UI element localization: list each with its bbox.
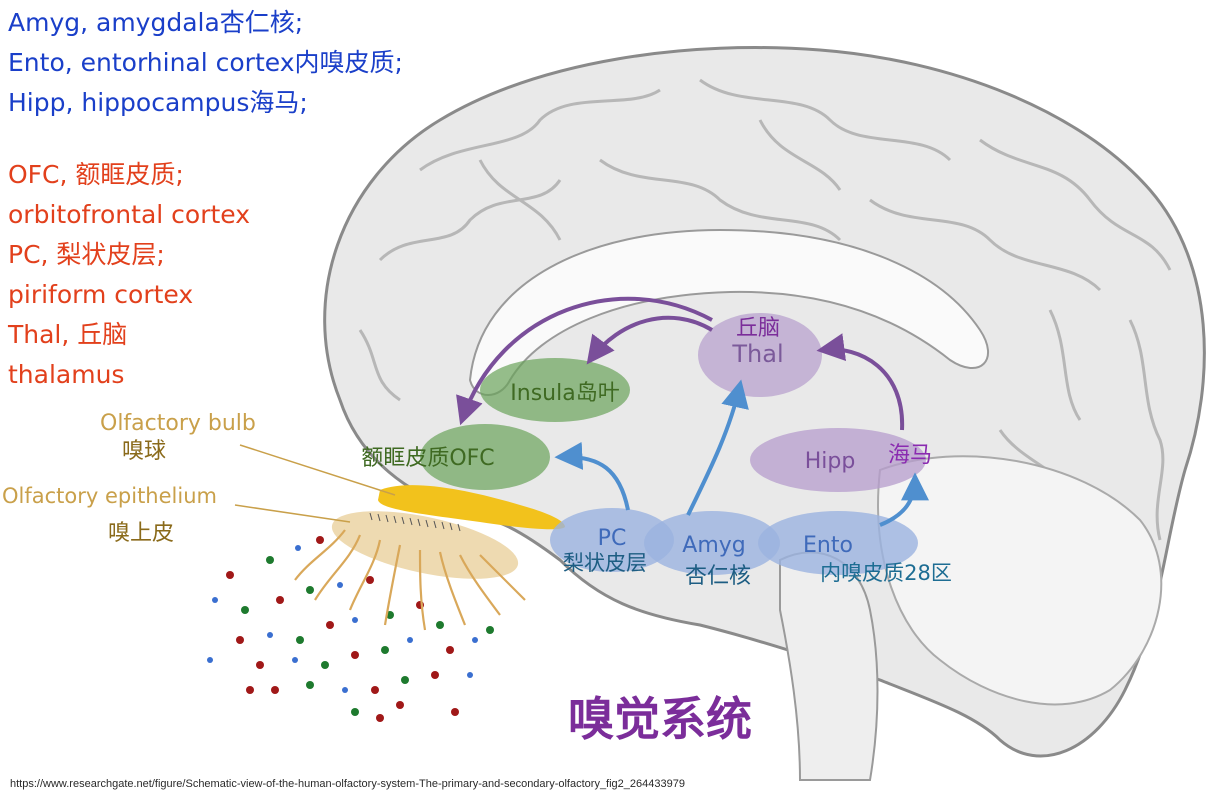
olfactory-epithelium [331, 511, 519, 579]
legend-pc: PC, 梨状皮层; [8, 240, 165, 269]
ento-label-cn: 内嗅皮质28区 [820, 561, 952, 585]
legend-ofc-full: orbitofrontal cortex [8, 200, 251, 229]
hipp-region [750, 428, 926, 492]
olfactory-epithelium-label-cn: 嗅上皮 [108, 521, 174, 546]
olfactory-epithelium-label-en: Olfactory epithelium [2, 484, 217, 508]
source-url: https://www.researchgate.net/figure/Sche… [10, 778, 685, 790]
thal-region [698, 313, 822, 397]
cerebellum [877, 455, 1163, 706]
ofc-label: 额眶皮质OFC [361, 446, 494, 471]
thal-label-cn: 丘脑 [736, 316, 780, 341]
arrow-ento-to-hipp [879, 472, 929, 527]
thal-label-en: Thal [731, 340, 783, 368]
arrow-pc-to-ofc [554, 441, 630, 511]
ofc-region [420, 424, 550, 490]
arrow-thal-to-insula [586, 315, 714, 365]
arrow-amyg-to-thal [686, 379, 749, 516]
pc-label-en: PC [598, 526, 627, 551]
bulb-pointer [239, 444, 396, 496]
amyg-label-cn: 杏仁核 [685, 564, 751, 589]
legend-amyg: Amyg, amygdala杏仁核; [8, 8, 304, 37]
legend-thal-full: thalamus [8, 360, 125, 389]
legend-hipp: Hipp, hippocampus海马; [8, 88, 308, 117]
epithelium-pointer [234, 504, 351, 523]
cribriform-plate [369, 512, 461, 532]
amyg-region [644, 511, 780, 575]
olfactory-nerve-fibers [294, 529, 526, 631]
legend-pc-full: piriform cortex [8, 280, 194, 309]
insula-region [480, 358, 630, 422]
diagram-title: 嗅觉系统 [568, 692, 752, 746]
insula-label: Insula岛叶 [510, 381, 619, 406]
olfactory-bulb [378, 485, 565, 530]
legend-thal: Thal, 丘脑 [8, 320, 128, 349]
hipp-label-cn: 海马 [888, 443, 932, 468]
legend-ofc: OFC, 额眶皮质; [8, 160, 184, 189]
ento-label-en: Ento [803, 533, 853, 558]
olfactory-bulb-label-en: Olfactory bulb [100, 411, 256, 436]
arrow-hipp-to-thal [816, 333, 905, 431]
pc-region [550, 508, 674, 572]
corpus-callosum [468, 228, 990, 396]
arrow-thal-to-ofc [456, 296, 713, 426]
brainstem [779, 551, 879, 781]
hipp-label-en: Hipp [805, 449, 856, 474]
olfactory-bulb-label-cn: 嗅球 [122, 439, 166, 464]
ento-region [758, 511, 918, 575]
amyg-label-en: Amyg [682, 533, 745, 558]
legend-ento: Ento, entorhinal cortex内嗅皮质; [8, 48, 403, 77]
odor-molecules [207, 536, 494, 722]
pc-label-cn: 梨状皮层 [563, 551, 647, 575]
